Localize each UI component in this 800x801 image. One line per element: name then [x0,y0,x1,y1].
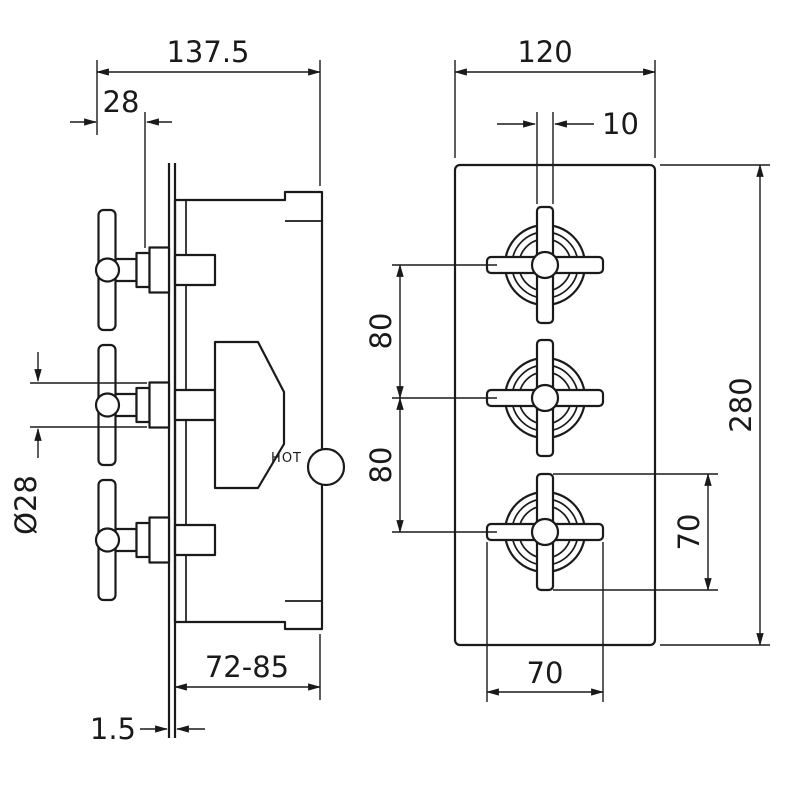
dim-plate-width: 120 [453,35,657,158]
dim-handle-span-horizontal: 70 [485,542,605,702]
front-view: 120 10 80 80 280 [364,35,770,702]
hot-label: HOT [271,451,302,466]
dim-spacing-upper-label: 80 [364,313,398,350]
dim-depth-range-label: 72-85 [205,650,289,684]
side-view: HOT 137.5 28 Ø28 [9,35,346,746]
inlet-stub-bottom [173,523,217,557]
dim-handle-span-vertical-label: 70 [672,514,706,551]
inlet-stub-top [173,253,217,287]
dim-handle-diameter-label: Ø28 [9,475,43,535]
dim-overall-width-label: 137.5 [166,35,249,69]
dim-handle-protrusion-label: 28 [103,85,140,119]
side-handle-bottom [94,478,171,602]
dim-plate-height: 280 [660,163,770,647]
side-handle-middle [94,343,171,467]
dim-handle-span-horizontal-label: 70 [527,656,564,690]
dim-stem-width-label: 10 [602,107,639,141]
hot-port-circle [306,447,346,487]
dim-handle-spacing: 80 80 [364,263,497,534]
cartridge-funnel [213,340,286,490]
dim-plate-height-label: 280 [724,377,758,432]
inlet-stub-middle [173,388,217,422]
dim-plate-width-label: 120 [517,35,572,69]
dim-handle-span-vertical: 70 [553,472,718,592]
dim-handle-protrusion: 28 [70,85,172,248]
dim-spacing-lower-label: 80 [364,447,398,484]
dim-handle-diameter: Ø28 [9,352,147,535]
dim-plate-thickness: 1.5 [90,712,205,746]
dim-depth-range: 72-85 [173,634,322,700]
dim-plate-thickness-label: 1.5 [90,712,136,746]
dim-stem-width: 10 [497,107,639,204]
side-handle-top [94,208,171,332]
